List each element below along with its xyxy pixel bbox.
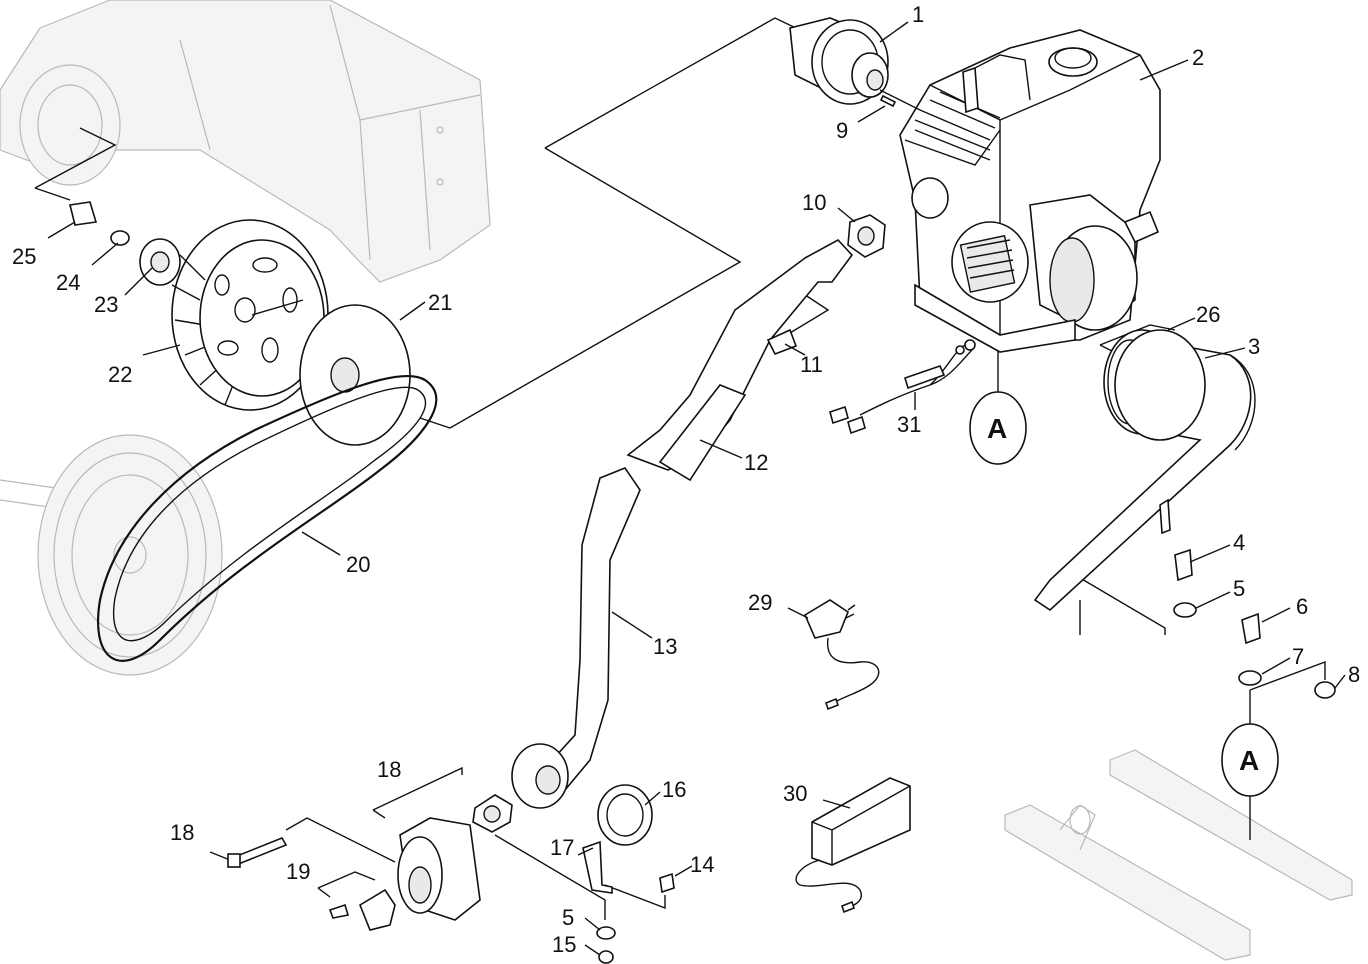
- charger: [803, 599, 880, 711]
- clutch-assembly: [789, 17, 921, 111]
- wiring-harness: [829, 339, 976, 435]
- callout-16: 16: [662, 777, 686, 802]
- fan-assembly: [69, 201, 438, 662]
- bolt-11: [766, 328, 798, 356]
- callout-31: 31: [897, 412, 921, 437]
- callout-18-lower: 18: [170, 820, 194, 845]
- callout-24: 24: [56, 270, 80, 295]
- callout-7: 7: [1292, 644, 1304, 669]
- callout-25: 25: [12, 244, 36, 269]
- callout-11: 11: [800, 352, 823, 377]
- callout-labels: 1 2 3 4 5 6 7 8 9 10 11 12 13 14 5 15 16…: [12, 2, 1360, 957]
- callout-14: 14: [690, 852, 714, 877]
- callout-20: 20: [346, 552, 370, 577]
- callout-15: 15: [552, 932, 576, 957]
- callout-12: 12: [744, 450, 768, 475]
- callout-4: 4: [1233, 530, 1245, 555]
- guard-hardware: [1173, 548, 1336, 699]
- muffler-assembly: [227, 794, 513, 931]
- callout-22: 22: [108, 362, 132, 387]
- callout-19: 19: [286, 859, 310, 884]
- engine: [899, 29, 1161, 353]
- callout-23: 23: [94, 292, 118, 317]
- callout-29: 29: [748, 590, 772, 615]
- callout-30: 30: [783, 781, 807, 806]
- belt-guard: [1033, 329, 1256, 612]
- svg-text:A: A: [1239, 745, 1259, 776]
- frame-background: [1004, 749, 1353, 961]
- connection-mark-a-upper: A: [969, 391, 1027, 465]
- callout-10: 10: [802, 190, 826, 215]
- exhaust-system: [511, 214, 886, 809]
- callout-18-upper: 18: [377, 757, 401, 782]
- svg-text:A: A: [987, 413, 1007, 444]
- callout-13: 13: [653, 634, 677, 659]
- callout-9: 9: [836, 118, 848, 143]
- leader-lines: [34, 17, 1326, 920]
- callout-2: 2: [1192, 45, 1204, 70]
- callout-21: 21: [428, 290, 452, 315]
- connection-mark-a-lower: A: [1221, 723, 1279, 797]
- callout-26: 26: [1196, 302, 1220, 327]
- callout-3: 3: [1248, 334, 1260, 359]
- callout-8: 8: [1348, 662, 1360, 687]
- small-hardware: [582, 784, 675, 964]
- callout-5-left: 5: [562, 905, 574, 930]
- callout-6: 6: [1296, 594, 1308, 619]
- callout-1: 1: [912, 2, 924, 27]
- battery: [795, 777, 911, 914]
- callout-17: 17: [550, 835, 574, 860]
- callout-5-right: 5: [1233, 576, 1245, 601]
- callout-leaders: [47, 21, 1346, 956]
